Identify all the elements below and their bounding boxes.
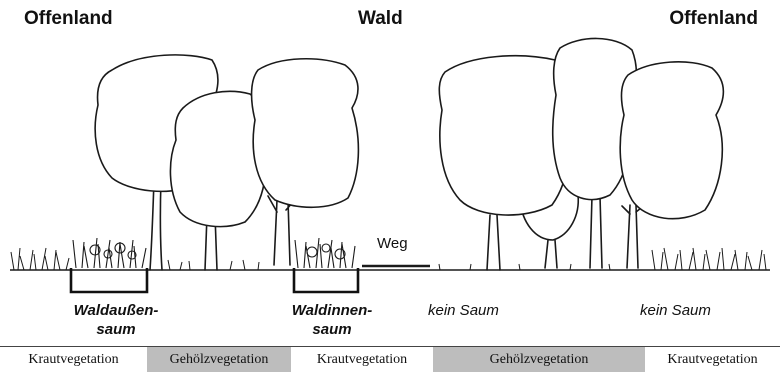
tree-crown (170, 91, 265, 226)
tree-crown (620, 62, 723, 219)
outer-edge-label: Waldaußen- saum (62, 301, 170, 339)
inner-edge-label: Waldinnen- saum (284, 301, 380, 339)
outer-edge-herbs (73, 238, 146, 268)
tree-crown (439, 56, 569, 215)
tree-trunk (150, 180, 162, 270)
outer-edge-label-line1: Waldaußen- (62, 301, 170, 320)
outer-edge-label-line2: saum (62, 320, 170, 339)
tree-trunk (487, 215, 500, 270)
path-label: Weg (377, 234, 408, 253)
strip-cell-herbaceous: Krautvegetation (645, 347, 780, 372)
no-edge-label: kein Saum (428, 301, 499, 320)
strip-cell-herbaceous: Krautvegetation (291, 347, 433, 372)
inner-edge-bracket (294, 268, 358, 292)
tree-trunk (545, 240, 557, 268)
tree-crown (252, 59, 359, 207)
vegetation-strip: Krautvegetation Gehölzvegetation Krautve… (0, 346, 780, 371)
outer-edge-bracket (71, 268, 147, 292)
inner-edge-label-line1: Waldinnen- (284, 301, 380, 320)
strip-cell-woody: Gehölzvegetation (433, 347, 645, 372)
strip-cell-herbaceous: Krautvegetation (0, 347, 147, 372)
tree-trunk (622, 204, 646, 268)
no-edge-label: kein Saum (640, 301, 711, 320)
inner-edge-label-line2: saum (284, 320, 380, 339)
strip-cell-woody: Gehölzvegetation (147, 347, 291, 372)
forest-profile-drawing (0, 0, 780, 346)
inner-edge-herbs (295, 238, 355, 268)
